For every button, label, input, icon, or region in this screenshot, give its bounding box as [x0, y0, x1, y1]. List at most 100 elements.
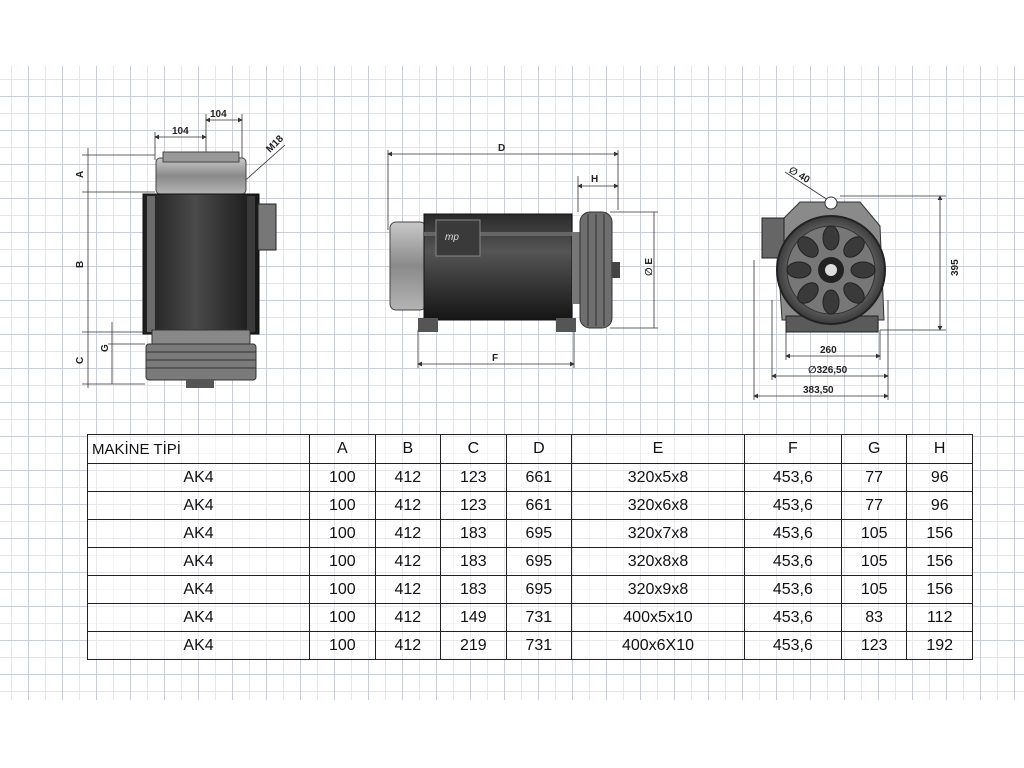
table-cell: 100	[309, 463, 376, 492]
table-cell: 77	[840, 463, 908, 492]
col-header-c: C	[440, 434, 507, 464]
table-cell: 100	[309, 491, 376, 520]
table-cell: AK4	[86, 575, 311, 604]
table-cell: 100	[309, 603, 376, 632]
table-cell: 400x5x10	[571, 603, 745, 632]
table-cell: 412	[374, 463, 442, 492]
table-cell: AK4	[86, 603, 311, 632]
table-cell: AK4	[86, 547, 311, 576]
front-view-drawing: ∅ 40 395 260 ∅326,50 383,50	[753, 165, 961, 400]
table-cell: 731	[505, 603, 573, 632]
table-cell: AK4	[86, 631, 311, 660]
dim-395: 395	[950, 259, 961, 276]
dim-a: A	[75, 171, 86, 178]
dim-f: F	[492, 353, 498, 364]
table-cell: AK4	[86, 463, 311, 492]
table-cell: 96	[906, 463, 973, 492]
top-view-drawing: 104 104 M18 A B C G	[75, 109, 286, 388]
table-cell: AK4	[86, 491, 311, 520]
dim-c: C	[75, 357, 86, 364]
table-cell: 412	[374, 603, 442, 632]
col-header-h: H	[906, 434, 973, 464]
dim-b: B	[75, 261, 86, 268]
table-cell: 320x5x8	[571, 463, 745, 492]
table-cell: 695	[505, 575, 573, 604]
table-cell: 412	[374, 519, 442, 548]
table-cell: 661	[505, 491, 573, 520]
col-header-d: D	[505, 434, 573, 464]
dim-e: ∅ E	[644, 258, 655, 276]
table-cell: 83	[840, 603, 908, 632]
side-view-drawing: D H ∅ E F mp	[387, 143, 658, 368]
table-cell: 183	[440, 519, 507, 548]
dim-d: D	[498, 143, 505, 154]
table-cell: 400x6X10	[571, 631, 745, 660]
dim-326: ∅326,50	[808, 365, 848, 376]
table-cell: 123	[440, 491, 507, 520]
table-cell: 731	[505, 631, 573, 660]
table-cell: 123	[840, 631, 908, 660]
table-cell: 453,6	[743, 631, 842, 660]
col-header-f: F	[743, 434, 842, 464]
table-cell: 695	[505, 519, 573, 548]
dim-104-lower: 104	[172, 126, 189, 137]
table-cell: 412	[374, 575, 442, 604]
table-row: AK4 100 412 183 695 320x7x8 453,6 105 15…	[86, 519, 973, 548]
col-header-machine-type: MAKİNE TİPİ	[86, 434, 311, 464]
table-cell: 695	[505, 547, 573, 576]
table-row: AK4 100 412 123 661 320x5x8 453,6 77 96	[86, 463, 973, 492]
table-cell: 105	[840, 547, 908, 576]
col-header-b: B	[374, 434, 442, 464]
table-cell: 453,6	[743, 463, 842, 492]
table-cell: 100	[309, 547, 376, 576]
table-cell: 156	[906, 575, 973, 604]
dim-383: 383,50	[803, 385, 834, 396]
col-header-e: E	[571, 434, 745, 464]
table-header-row: MAKİNE TİPİ A B C D E F G H	[86, 434, 973, 464]
table-cell: 100	[309, 519, 376, 548]
table-row: AK4 100 412 183 695 320x9x8 453,6 105 15…	[86, 575, 973, 604]
table-cell: 112	[906, 603, 973, 632]
table-cell: 412	[374, 631, 442, 660]
table-cell: 100	[309, 575, 376, 604]
table-cell: 105	[840, 575, 908, 604]
dim-m18: M18	[264, 133, 286, 155]
table-row: AK4 100 412 123 661 320x6x8 453,6 77 96	[86, 491, 973, 520]
brand-logo: mp	[445, 232, 459, 243]
table-cell: 412	[374, 491, 442, 520]
table-cell: 412	[374, 547, 442, 576]
table-cell: AK4	[86, 519, 311, 548]
table-cell: 453,6	[743, 575, 842, 604]
table-cell: 453,6	[743, 547, 842, 576]
table-cell: 320x6x8	[571, 491, 745, 520]
table-cell: 453,6	[743, 603, 842, 632]
col-header-g: G	[840, 434, 908, 464]
table-cell: 149	[440, 603, 507, 632]
table-cell: 453,6	[743, 491, 842, 520]
dim-104-upper: 104	[210, 109, 227, 120]
table-cell: 183	[440, 547, 507, 576]
table-cell: 100	[309, 631, 376, 660]
table-row: AK4 100 412 219 731 400x6X10 453,6 123 1…	[86, 631, 973, 660]
table-cell: 219	[440, 631, 507, 660]
table-cell: 105	[840, 519, 908, 548]
table-cell: 77	[840, 491, 908, 520]
table-cell: 156	[906, 519, 973, 548]
table-row: AK4 100 412 183 695 320x8x8 453,6 105 15…	[86, 547, 973, 576]
dim-260: 260	[820, 345, 837, 356]
table-cell: 123	[440, 463, 507, 492]
table-cell: 320x9x8	[571, 575, 745, 604]
table-cell: 453,6	[743, 519, 842, 548]
table-cell: 192	[906, 631, 973, 660]
table-cell: 320x8x8	[571, 547, 745, 576]
table-cell: 183	[440, 575, 507, 604]
dim-h: H	[591, 174, 598, 185]
col-header-a: A	[309, 434, 376, 464]
table-cell: 320x7x8	[571, 519, 745, 548]
dim-g: G	[100, 344, 111, 352]
table-cell: 661	[505, 463, 573, 492]
dimension-table: MAKİNE TİPİ A B C D E F G H AK4 100 412 …	[86, 434, 973, 660]
table-row: AK4 100 412 149 731 400x5x10 453,6 83 11…	[86, 603, 973, 632]
dim-hole: ∅ 40	[787, 165, 812, 186]
